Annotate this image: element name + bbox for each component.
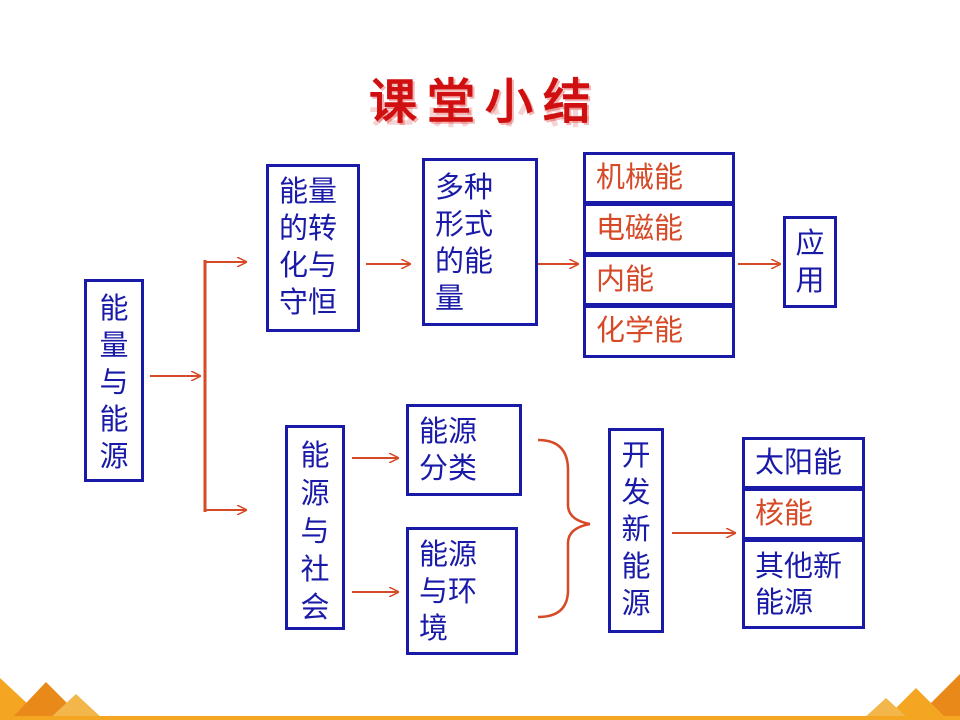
application-node: 应用: [783, 216, 837, 308]
sub1-node: 能源分类: [406, 404, 522, 496]
form-mechanical: 机械能: [583, 152, 735, 204]
branch1-label: 能量的转化与守恒: [279, 174, 338, 319]
branch1-node: 能量的转化与守恒: [266, 164, 360, 332]
sub2-label: 能源与环境: [419, 537, 478, 645]
forms-label: 多种形式的能量: [435, 170, 494, 315]
page-title: 课堂小结: [368, 74, 601, 130]
merge-brace: [537, 438, 591, 619]
form-internal: 内能: [583, 254, 735, 306]
branch2-node: 能源与社会: [285, 425, 345, 630]
source-other: 其他新能源: [742, 539, 865, 629]
bottom-bar: [0, 716, 960, 720]
forms-node: 多种形式的能量: [422, 158, 538, 326]
branch2-label: 能源与社会: [300, 438, 330, 624]
corner-decoration-right: [862, 674, 960, 720]
develop-label: 开发新能源: [621, 438, 651, 620]
corner-decoration-left: [0, 678, 104, 720]
root-node: 能量与能源: [84, 279, 144, 482]
develop-node: 开发新能源: [608, 428, 664, 633]
form-electromagnetic: 电磁能: [583, 203, 735, 255]
form-chemical: 化学能: [583, 305, 735, 358]
root-label: 能量与能源: [99, 291, 129, 473]
source-nuclear: 核能: [742, 488, 865, 540]
sub2-node: 能源与环境: [406, 527, 518, 655]
application-label: 应用: [795, 226, 825, 297]
source-solar: 太阳能: [742, 437, 865, 489]
sub1-label: 能源分类: [419, 414, 478, 485]
source-other-label: 其他新能源: [755, 549, 843, 619]
